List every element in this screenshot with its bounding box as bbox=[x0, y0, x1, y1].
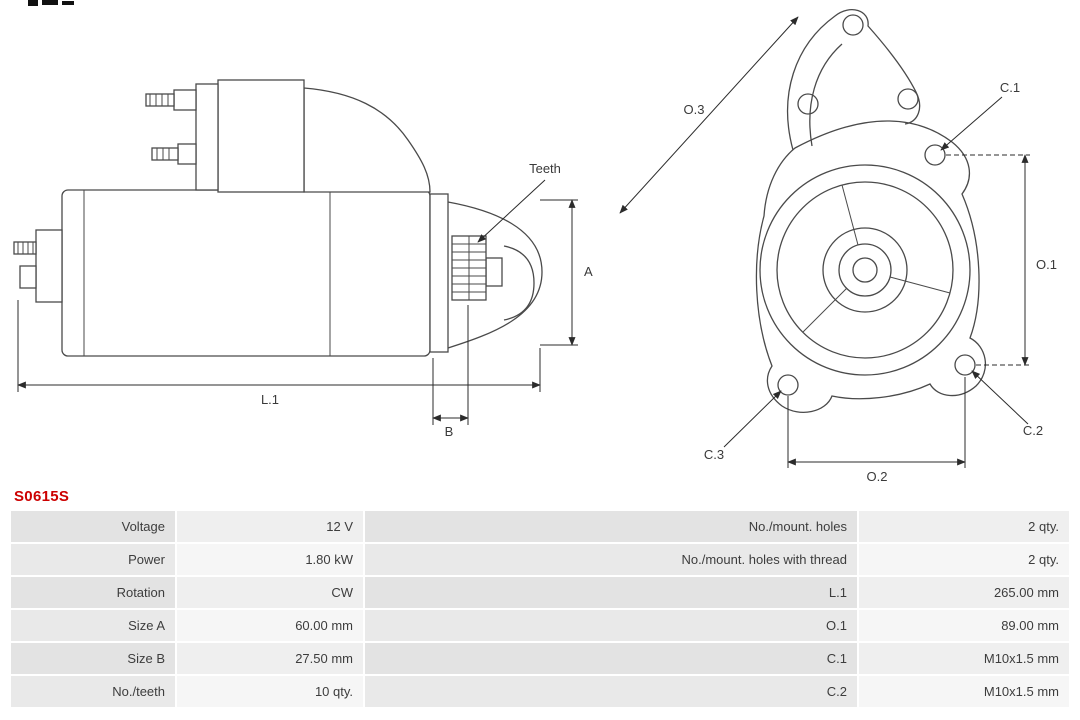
spec-label: C.1 bbox=[365, 643, 857, 674]
spec-value: 60.00 mm bbox=[177, 610, 363, 641]
technical-drawing: Teeth A L.1 B bbox=[13, 0, 1057, 484]
spec-value: CW bbox=[177, 577, 363, 608]
table-row: No./teeth 10 qty. C.2 M10x1.5 mm bbox=[11, 676, 1069, 707]
table-row: Size B 27.50 mm C.1 M10x1.5 mm bbox=[11, 643, 1069, 674]
table-row: Size A 60.00 mm O.1 89.00 mm bbox=[11, 610, 1069, 641]
spec-value: 1.80 kW bbox=[177, 544, 363, 575]
mount-hole-c1 bbox=[924, 144, 946, 166]
spec-label: Voltage bbox=[11, 511, 175, 542]
spec-table: Voltage 12 V No./mount. holes 2 qty. Pow… bbox=[9, 509, 1071, 709]
table-row: Power 1.80 kW No./mount. holes with thre… bbox=[11, 544, 1069, 575]
mount-hole-c3 bbox=[777, 374, 799, 396]
spec-value: 12 V bbox=[177, 511, 363, 542]
solenoid bbox=[145, 79, 431, 193]
spec-value: 10 qty. bbox=[177, 676, 363, 707]
spec-label: Size B bbox=[11, 643, 175, 674]
face-outer-circle bbox=[759, 164, 971, 376]
front-view-dimensions bbox=[619, 16, 1030, 468]
shaft-center bbox=[852, 257, 878, 283]
corner-artifact bbox=[28, 0, 74, 6]
spec-label: Rotation bbox=[11, 577, 175, 608]
spec-value: 27.50 mm bbox=[177, 643, 363, 674]
dim-label-l1: L.1 bbox=[261, 392, 279, 407]
table-row: Voltage 12 V No./mount. holes 2 qty. bbox=[11, 511, 1069, 542]
starter-side-view bbox=[13, 79, 543, 357]
mount-hole-c2 bbox=[954, 354, 976, 376]
spec-label: Power bbox=[11, 544, 175, 575]
dim-label-c3: C.3 bbox=[704, 447, 724, 462]
dim-label-b: B bbox=[445, 424, 454, 439]
motor-body bbox=[61, 189, 431, 357]
spec-label: No./mount. holes with thread bbox=[365, 544, 857, 575]
mounting-flange bbox=[755, 120, 986, 413]
terminal-block bbox=[13, 229, 63, 303]
spec-label: No./teeth bbox=[11, 676, 175, 707]
spec-label: O.1 bbox=[365, 610, 857, 641]
spec-value: M10x1.5 mm bbox=[859, 643, 1069, 674]
top-bracket bbox=[786, 9, 921, 151]
dim-label-o2: O.2 bbox=[867, 469, 888, 484]
dim-label-c1: C.1 bbox=[1000, 80, 1020, 95]
part-number: S0615S bbox=[14, 488, 70, 505]
spec-label: Size A bbox=[11, 610, 175, 641]
dim-label-o1: O.1 bbox=[1036, 257, 1057, 272]
dim-label-a: A bbox=[584, 264, 593, 279]
dim-label-c2: C.2 bbox=[1023, 423, 1043, 438]
spec-value: 89.00 mm bbox=[859, 610, 1069, 641]
side-view-dimensions bbox=[17, 179, 578, 425]
dim-label-o3: O.3 bbox=[684, 102, 705, 117]
drive-end bbox=[429, 193, 543, 353]
spec-label: C.2 bbox=[365, 676, 857, 707]
spec-value: M10x1.5 mm bbox=[859, 676, 1069, 707]
spec-label: No./mount. holes bbox=[365, 511, 857, 542]
table-row: Rotation CW L.1 265.00 mm bbox=[11, 577, 1069, 608]
dim-label-teeth: Teeth bbox=[529, 161, 561, 176]
pinion-gear bbox=[451, 235, 487, 301]
spec-value: 265.00 mm bbox=[859, 577, 1069, 608]
spec-value: 2 qty. bbox=[859, 511, 1069, 542]
spec-value: 2 qty. bbox=[859, 544, 1069, 575]
starter-front-view bbox=[755, 9, 986, 413]
spec-label: L.1 bbox=[365, 577, 857, 608]
